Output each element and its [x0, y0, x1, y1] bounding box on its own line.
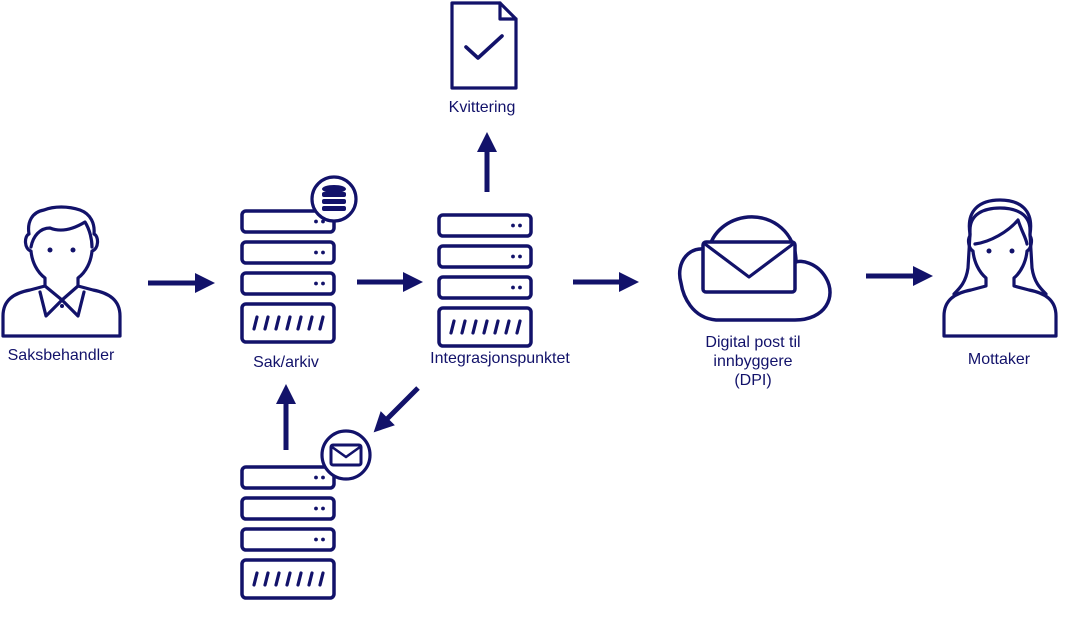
integration-point-label: Integrasjonspunktet [430, 350, 570, 367]
case-archive-label: Sak/arkiv [253, 354, 319, 371]
digital-post-label-line3: (DPI) [734, 372, 772, 389]
case-handler-label: Saksbehandler [7, 347, 115, 364]
person-female-icon [942, 198, 1058, 338]
person-male-icon [1, 205, 122, 338]
server-stack-icon [240, 209, 336, 344]
cloud-envelope-icon [678, 215, 832, 322]
envelope-icon [320, 429, 372, 481]
document-check-icon [450, 1, 518, 90]
database-icon [310, 175, 358, 223]
server-stack-icon [240, 465, 336, 600]
digital-post-label-line1: Digital post til [705, 334, 801, 351]
recipient-label: Mottaker [967, 351, 1031, 368]
digital-post-label-line2: innbyggere [713, 353, 793, 370]
server-stack-icon [437, 213, 533, 348]
receipt-label: Kvittering [448, 99, 516, 116]
arrow-integration-to-mailserver [373, 386, 420, 433]
